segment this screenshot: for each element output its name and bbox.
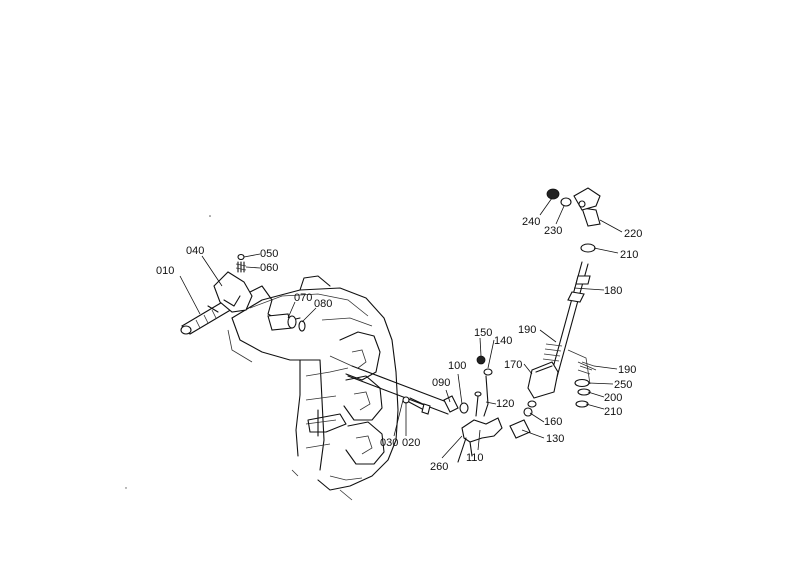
transmission-housing: [227, 275, 399, 501]
part-label-190-lower: 190: [618, 364, 636, 376]
part-label-090: 090: [432, 377, 450, 389]
leader-lines: [179, 197, 623, 459]
part-label-070: 070: [294, 292, 312, 304]
left-shift-rod-assembly: [180, 253, 306, 335]
part-label-160: 160: [544, 416, 562, 428]
part-label-060: 060: [260, 262, 278, 274]
cross-rod: [329, 355, 453, 415]
part-label-110: 110: [466, 452, 484, 464]
lever-bracket-assembly: [443, 355, 533, 463]
scan-specks: [125, 215, 211, 489]
part-label-200: 200: [604, 392, 622, 404]
part-label-150: 150: [474, 327, 492, 339]
part-label-170: 170: [504, 359, 522, 371]
part-label-020: 020: [402, 437, 420, 449]
part-label-240: 240: [522, 216, 540, 228]
part-label-210-lower: 210: [604, 406, 622, 418]
part-label-010: 010: [156, 265, 174, 277]
part-label-030: 030: [380, 437, 398, 449]
part-label-260: 260: [430, 461, 448, 473]
part-label-140: 140: [494, 335, 512, 347]
part-label-120: 120: [496, 398, 514, 410]
part-label-210-upper: 210: [620, 249, 638, 261]
vertical-rod-assembly: [527, 187, 601, 408]
part-label-220: 220: [624, 228, 642, 240]
part-label-080: 080: [314, 298, 332, 310]
part-label-130: 130: [546, 433, 564, 445]
part-label-190-upper: 190: [518, 324, 536, 336]
part-label-100: 100: [448, 360, 466, 372]
part-label-250: 250: [614, 379, 632, 391]
part-label-180: 180: [604, 285, 622, 297]
part-label-230: 230: [544, 225, 562, 237]
part-labels: 010 020 030 040 050 060 070 080 090 100 …: [156, 216, 642, 473]
part-label-050: 050: [260, 248, 278, 260]
part-label-040: 040: [186, 245, 204, 257]
